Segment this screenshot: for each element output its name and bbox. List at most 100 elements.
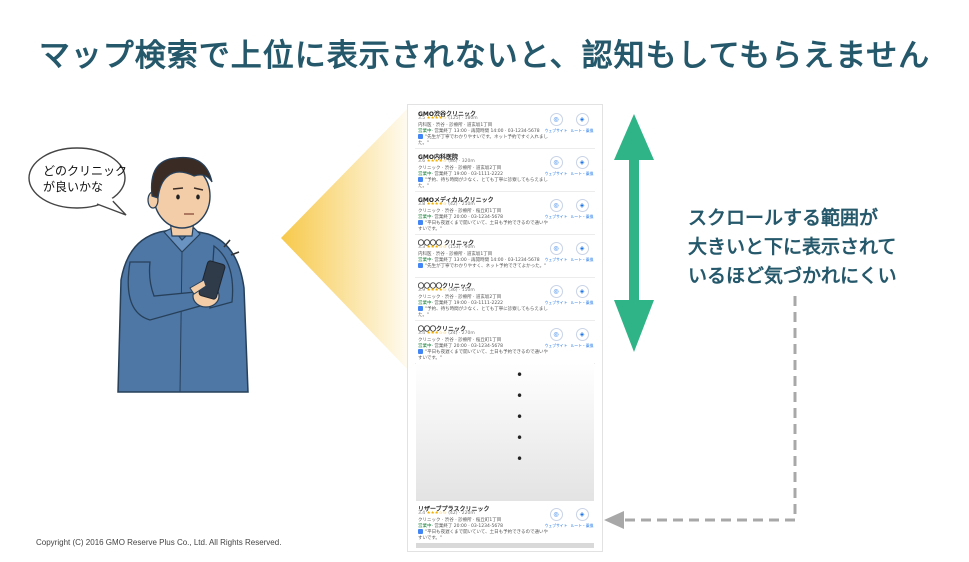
listing-hours: 営業中· 営業終了 13:00 · 再開時間 14:00 · 03-1234-5… [418,258,540,263]
directions-button[interactable]: ◈ルート・乗換 [569,199,595,220]
listing-hours: 営業中· 営業終了 19:00 · 03-1111-2222 [418,301,503,306]
listing-rating: 3.8 ★★★★☆ (42) · 210m [418,202,475,207]
website-button[interactable]: ◎ウェブサイト [543,199,569,220]
listing-rating: 3.3 ★★★☆☆ (153) · 90m [418,245,475,250]
listing-name: GMO内科医院 [418,154,458,161]
listing-name: 〇〇〇クリニック [418,326,467,333]
listing-name: GMO渋谷クリニック [418,111,476,118]
listing-rating: 3.4 ★★★☆☆ (42) · 220m [418,511,475,516]
rating-stars: ★★★☆☆ [426,331,447,336]
rating-stars: ★★★★☆ [426,202,447,207]
listing-hours: 営業中· 営業終了 20:00 · 03-1234-5678 [418,215,503,220]
listing-rating: 3.6 ★★★★☆ (86) · 320m [418,159,475,164]
directions-icon: ◈ [575,113,589,126]
directions-button[interactable]: ◈ルート・乗換 [569,285,595,306]
attention-beam [281,108,408,370]
listing-address: クリニック · 渋谷 · 診療所 · 桜丘町1丁目 [418,518,502,523]
globe-icon: ◎ [549,285,563,298]
ellipsis-dot: • [516,368,524,382]
directions-button[interactable]: ◈ ルート・乗換 [569,508,595,529]
website-button[interactable]: ◎ウェブサイト [543,242,569,263]
globe-icon: ◎ [549,242,563,255]
listing-review: "平日も夜遅くまで開いていて、土日も予約できるので通いやすいです。" [418,529,548,541]
listing-hours: 営業中· 営業終了 13:00 · 再開時間 14:00 · 03-1234-5… [418,129,540,134]
rating-stars: ★★★★☆ [426,159,447,164]
dashed-pointer-arrow [604,296,797,529]
scroll-note-line-2: 大きいと下に表示されて [688,236,897,258]
listing-name: 〇〇〇〇クリニック [418,283,473,290]
listing-hours: 営業中· 営業終了 20:00 · 03-1234-5678 [418,344,503,349]
listing-name: リザーブプラスクリニック [418,506,490,513]
scroll-range-arrow [614,114,654,352]
rating-stars: ★★★☆☆ [426,511,447,516]
listing-review: "予約、待ち時間が少なく、とても丁寧に診察してもらえました。" [418,177,548,189]
rating-stars: ★★★★☆ [426,116,447,121]
ellipsis-dot: • [516,431,524,445]
directions-button[interactable]: ◈ルート・乗換 [569,156,595,177]
list-bottom-bar [416,543,594,548]
listing-address: クリニック · 渋谷 · 診療所 · 道玄坂2丁目 [418,295,502,300]
listing-rating: 3.5 ★★★★☆ (125) · 180m [418,116,478,121]
globe-icon: ◎ [549,199,563,212]
listing-address: 内科医 · 渋谷 · 診療所 · 道玄坂1丁目 [418,252,493,257]
listing-review: "平日も夜遅くまで開いていて、土日も予約できるので通いやすいです。" [418,349,548,361]
directions-icon: ◈ [575,508,589,521]
ellipsis-dot: • [516,452,524,466]
listing-hours: 営業中· 営業終了 20:00 · 03-1234-5678 [418,524,503,529]
scroll-note-line-1: スクロールする範囲が [688,207,879,229]
speech-bubble-line-1: どのクリニック [43,164,128,178]
ellipsis-dot: • [516,410,524,424]
directions-button[interactable]: ◈ルート・乗換 [569,328,595,349]
directions-icon: ◈ [575,199,589,212]
directions-icon: ◈ [575,156,589,169]
copyright-text: Copyright (C) 2016 GMO Reserve Plus Co.,… [36,538,282,547]
globe-icon: ◎ [549,508,563,521]
speech-bubble [28,147,127,216]
directions-button[interactable]: ◈ルート・乗換 [569,242,595,263]
rating-stars: ★★★☆☆ [426,245,447,250]
website-button[interactable]: ◎ウェブサイト [543,328,569,349]
listing-review: "先生が丁寧でわかりやすく、ネット予約できてよかった。" [418,263,548,270]
website-button[interactable]: ◎ ウェブサイト [543,508,569,529]
listing-name: GMOメディカルクリニック [418,197,494,204]
listing-review: "予約、待ち時間が少なく、とても丁寧に診察してもらえました。" [418,306,548,318]
scroll-note: スクロールする範囲が 大きいと下に表示されて いるほど気づかれにくい [688,204,897,291]
speech-bubble-text: どのクリニック が良いかな [43,163,127,195]
website-button[interactable]: ◎ウェブサイト [543,285,569,306]
directions-icon: ◈ [575,242,589,255]
scroll-note-line-3: いるほど気づかれにくい [688,265,897,287]
directions-icon: ◈ [575,285,589,298]
directions-icon: ◈ [575,328,589,341]
speech-bubble-line-2: が良いかな [43,180,104,194]
directions-button[interactable]: ◈ルート・乗換 [569,113,595,134]
globe-icon: ◎ [549,113,563,126]
last-listing[interactable]: リザーブプラスクリニック 3.4 ★★★☆☆ (42) · 220m クリニック… [415,502,595,543]
listing-hours: 営業中· 営業終了 19:00 · 03-1111-2222 [418,172,503,177]
page-title: マップ検索で上位に表示されないと、認知もしてもらえません [38,38,931,74]
person-illustration [117,156,249,393]
listing-address: 内科医 · 渋谷 · 診療所 · 道玄坂1丁目 [418,123,493,128]
website-button[interactable]: ◎ウェブサイト [543,156,569,177]
listing-name: 〇〇〇〇 クリニック [418,240,475,247]
globe-icon: ◎ [549,328,563,341]
listing-review: "先生が丁寧でわかりやすいです。ネット予約ですぐ入れました。" [418,134,548,146]
website-button[interactable]: ◎ウェブサイト [543,113,569,134]
globe-icon: ◎ [549,156,563,169]
listing-address: クリニック · 渋谷 · 診療所 · 桜丘町1丁目 [418,338,502,343]
scroll-gap-area: • • • • • [416,363,594,501]
listing-rating: 3.9 ★★★★☆ (36) · 150m [418,288,475,293]
rating-stars: ★★★★☆ [426,288,447,293]
listing-address: クリニック · 渋谷 · 診療所 · 道玄坂2丁目 [418,166,502,171]
ellipsis-dot: • [516,389,524,403]
listing-review: "平日も夜遅くまで開いていて、土日も予約できるので通いやすいです。" [418,220,548,232]
listing-rating: 3.4 ★★★☆☆ (24) · 270m [418,331,475,336]
listing-address: クリニック · 渋谷 · 診療所 · 桜丘町1丁目 [418,209,502,214]
